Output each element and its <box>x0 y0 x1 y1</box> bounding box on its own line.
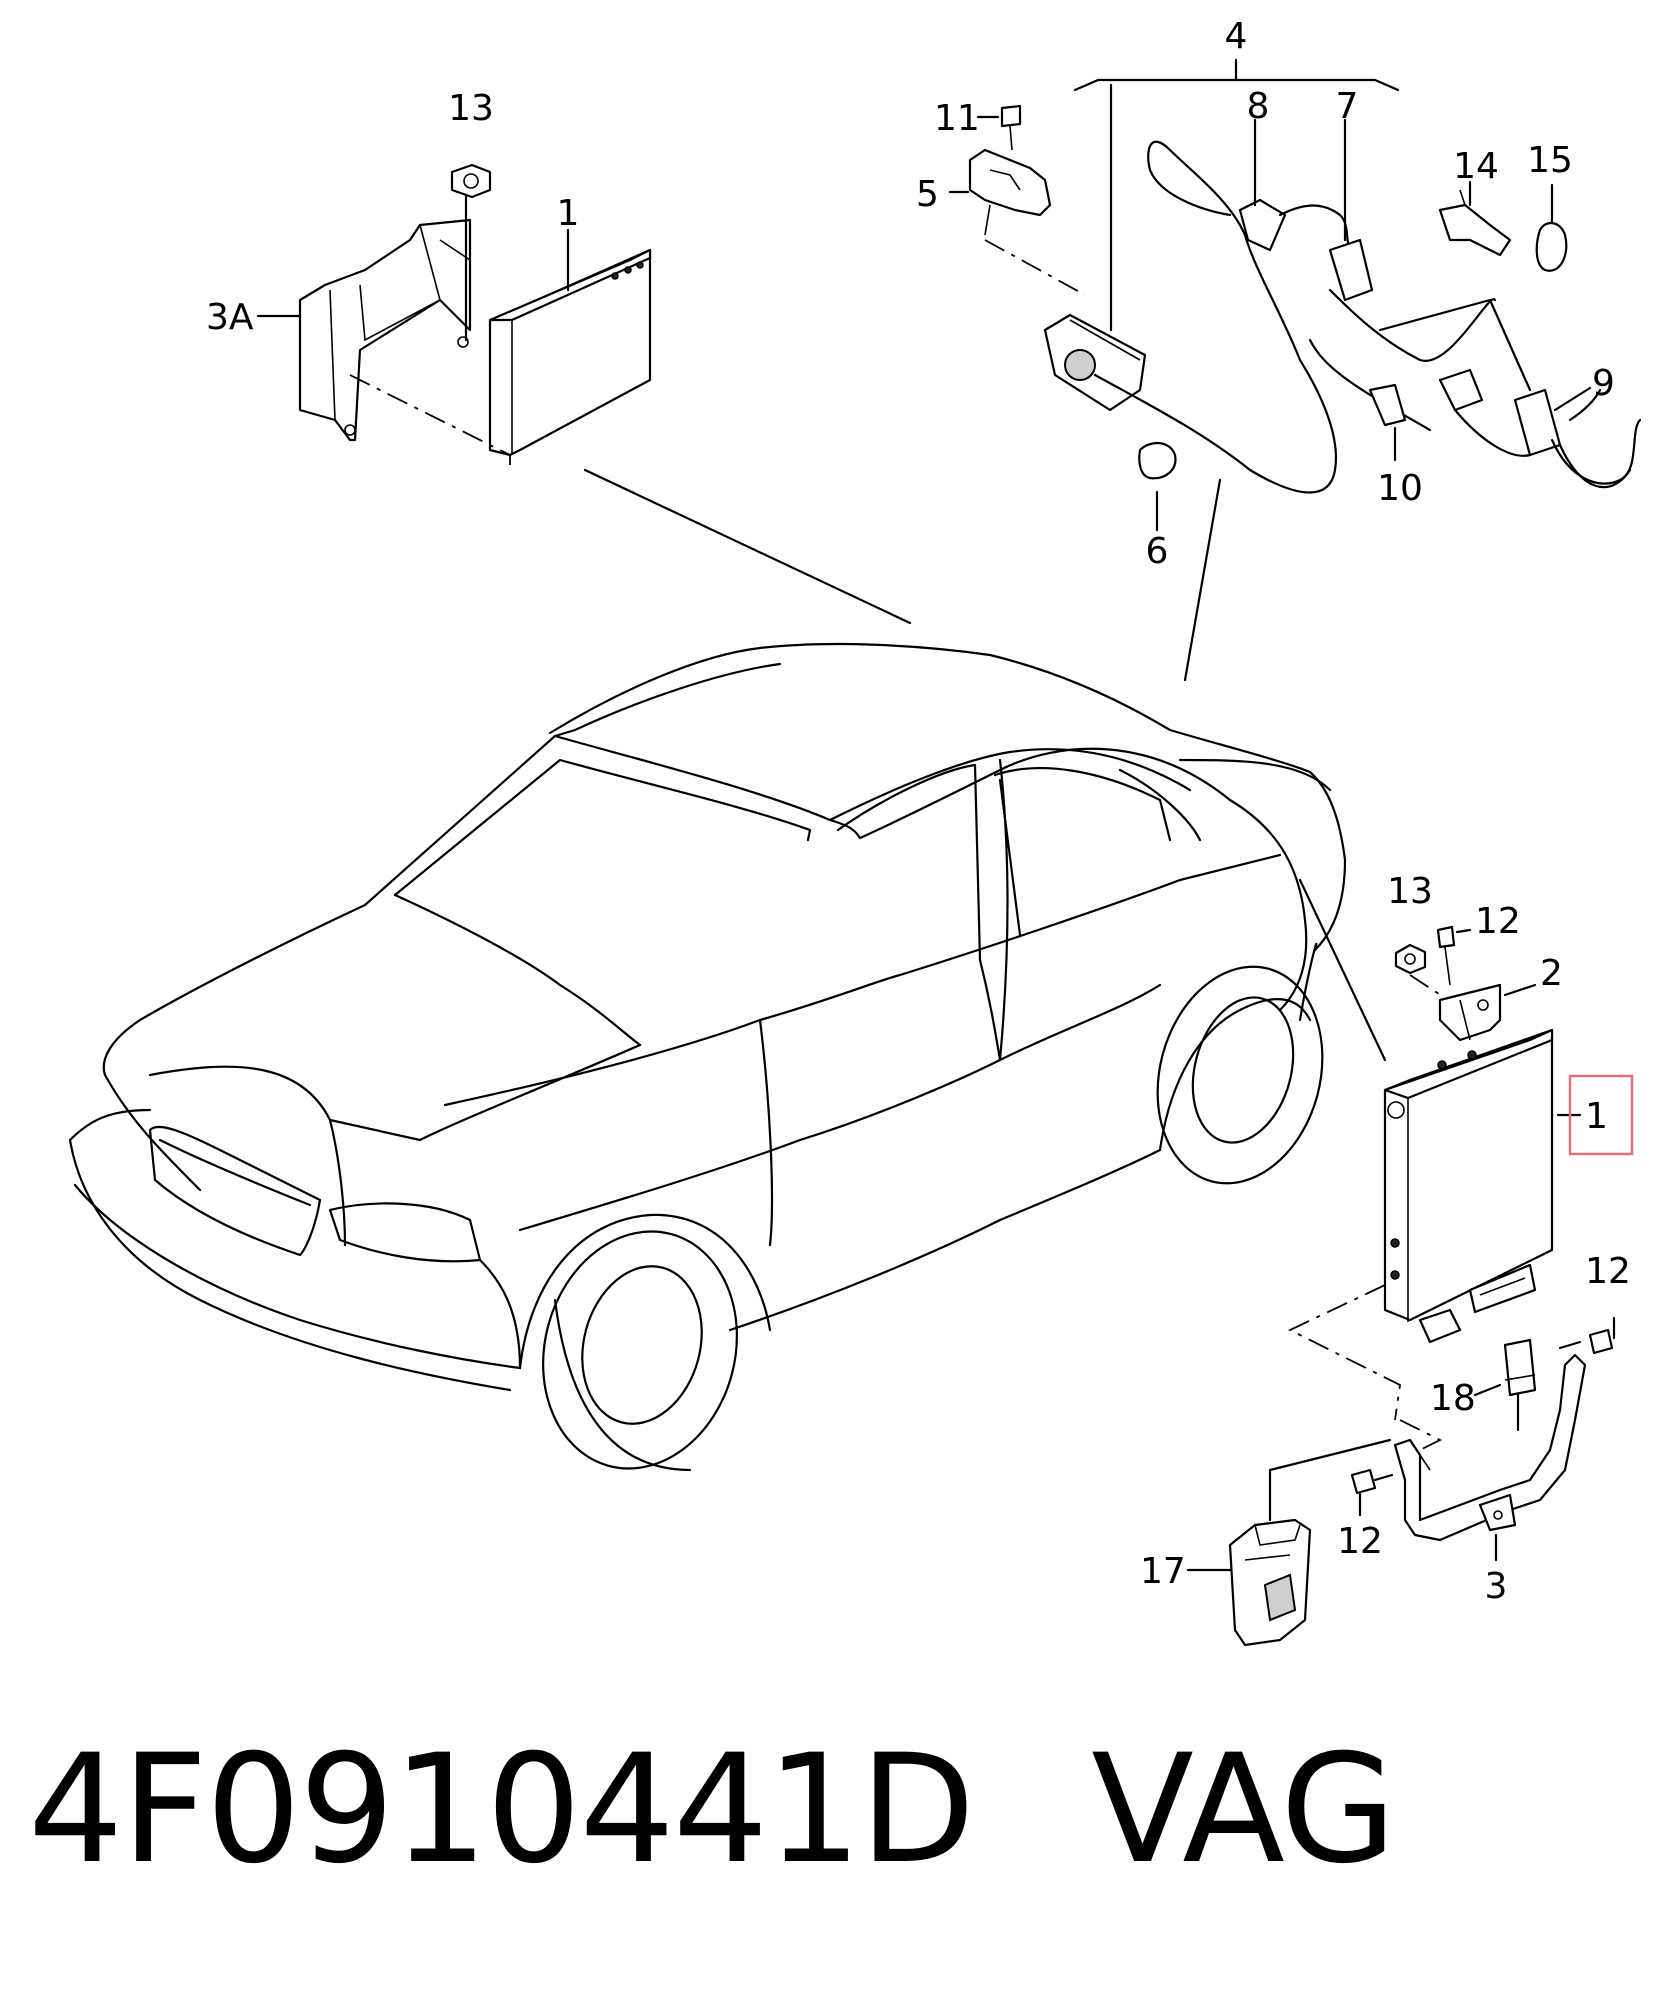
callout-5: 5 <box>916 174 939 215</box>
brand-name: VAG <box>1091 1723 1396 1897</box>
callout-7: 7 <box>1336 86 1359 127</box>
callout-10: 10 <box>1377 468 1423 509</box>
callout-4: 4 <box>1225 16 1248 57</box>
callout-12-right-mid: 12 <box>1585 1251 1631 1292</box>
highlight-box <box>1568 1074 1634 1156</box>
part-caption: 4F0910441D VAG <box>28 1723 1397 1897</box>
callout-12-right-top: 12 <box>1475 901 1521 942</box>
callout-3: 3 <box>1485 1566 1508 1607</box>
callout-1-top: 1 <box>557 193 580 234</box>
part-number: 4F0910441D <box>28 1723 975 1897</box>
callout-6: 6 <box>1146 531 1169 572</box>
callout-2: 2 <box>1540 953 1563 994</box>
callout-3A: 3A <box>206 297 254 338</box>
control-unit-assembly-right <box>1186 878 1634 1647</box>
callout-13-right: 13 <box>1387 871 1433 912</box>
callout-13-top: 13 <box>448 88 494 129</box>
callout-15: 15 <box>1527 140 1573 181</box>
antenna-assembly <box>948 58 1642 682</box>
callout-9: 9 <box>1592 363 1615 404</box>
control-unit-assembly-top <box>256 163 912 625</box>
callout-18: 18 <box>1430 1378 1476 1419</box>
callout-12-bottom: 12 <box>1337 1521 1383 1562</box>
callout-1-right: 1 <box>1585 1096 1608 1137</box>
callout-8: 8 <box>1247 86 1270 127</box>
callout-17: 17 <box>1140 1551 1186 1592</box>
callout-labels: 4 13 1 3A 11 5 8 7 14 15 9 10 6 13 12 2 … <box>206 16 1631 1607</box>
callout-14: 14 <box>1453 146 1499 187</box>
callout-11: 11 <box>934 98 980 139</box>
car-illustration <box>68 642 1347 1472</box>
